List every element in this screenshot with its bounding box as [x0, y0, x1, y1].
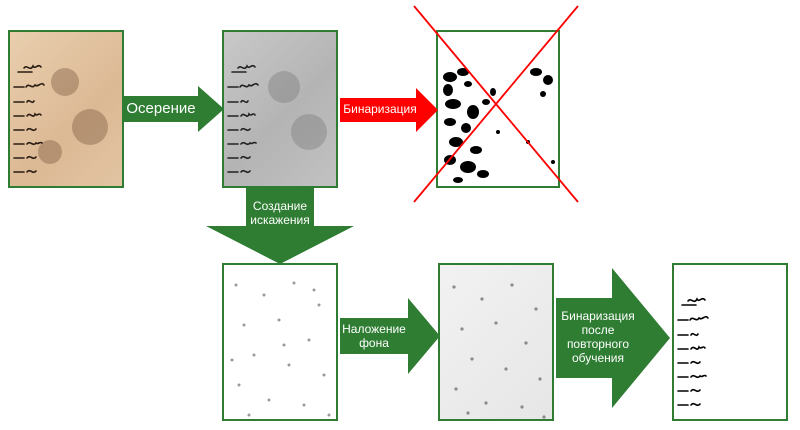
distortion-image-panel — [222, 263, 338, 421]
handwriting-original — [13, 64, 108, 174]
arrow-background — [340, 298, 440, 374]
arrow-graying — [124, 86, 224, 132]
background-noise — [452, 283, 546, 419]
arrow-binarize-direct — [340, 88, 438, 132]
handwriting-grayscale — [227, 64, 327, 174]
label-binarize-direct: Бинаризация — [343, 102, 417, 117]
clean-binarization-panel — [672, 263, 788, 421]
cross-line-2 — [413, 5, 579, 203]
label-graying: Осерение — [126, 100, 196, 118]
label-distortion: Создание искажения — [250, 199, 310, 227]
handwriting-binarized — [677, 297, 709, 407]
arrow-binarize-after — [556, 268, 670, 408]
label-binarize-after: Бинаризация после повторного обучения — [561, 309, 635, 365]
arrow-distortion — [206, 188, 354, 264]
grayscale-image-panel — [222, 30, 338, 188]
distortion-noise — [230, 281, 331, 417]
red-cross-icon — [413, 5, 579, 203]
original-image-panel — [8, 30, 124, 188]
label-background: Наложение фона — [342, 322, 406, 350]
background-applied-panel — [438, 263, 554, 421]
